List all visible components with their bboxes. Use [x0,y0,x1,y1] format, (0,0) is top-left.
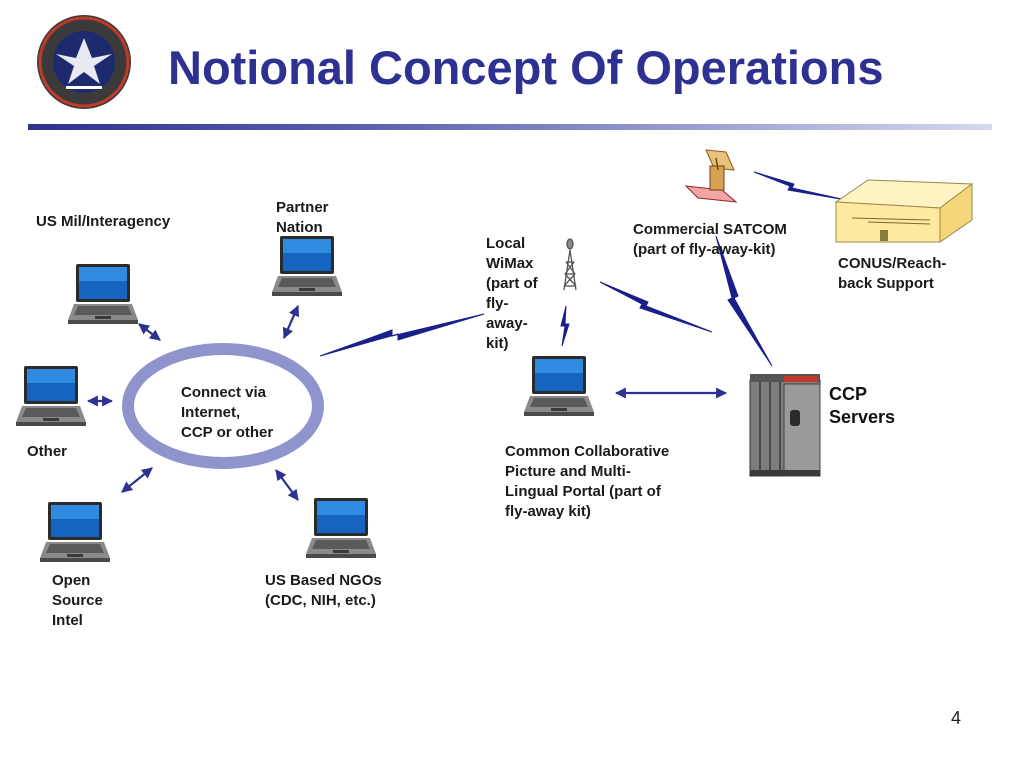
logo [36,14,132,110]
arrow-open-source [121,467,153,493]
laptop-us-mil-icon [68,264,138,324]
satellite-icon [684,149,738,203]
link-satellite-conus [753,171,847,201]
laptop-portal-icon [524,356,594,416]
link-satellite-servers [715,235,773,367]
conus-facility-icon [834,179,974,243]
label-ngos: US Based NGOs (CDC, NIH, etc.) [265,572,382,609]
link-wimax-servers [599,281,713,333]
server-rack-icon [749,374,821,477]
title-divider [28,124,992,130]
page-number: 4 [951,708,962,728]
link-wimax-laptop [560,305,570,347]
label-wimax: Local WiMax (part of fly- away- kit) [486,235,538,352]
label-conus: CONUS/Reach- back Support [838,255,947,292]
page-title: Notional Concept Of Operations [168,41,884,94]
label-us-mil: US Mil/Interagency [36,213,171,230]
label-hub: Connect via Internet, CCP or other [181,384,274,441]
label-other: Other [27,443,68,460]
label-open-source: Open Source Intel [52,572,103,629]
arrow-partner [282,304,300,340]
label-partner-nation: Partner Nation [276,199,329,236]
link-hub-wimax [319,313,485,357]
laptop-other-icon [16,366,86,426]
laptop-open-source-icon [40,502,110,562]
label-ccp-servers: CCP Servers [829,384,896,427]
laptop-partner-nation-icon [272,236,342,296]
arrow-ngos [275,469,299,501]
air-force-seal-icon [37,15,131,109]
label-portal: Common Collaborative Picture and Multi- … [505,443,670,520]
laptop-ngos-icon [306,498,376,558]
radio-tower-icon [563,238,577,291]
label-satcom: Commercial SATCOM (part of fly-away-kit) [633,221,787,258]
hub-ring [122,343,324,469]
arrow-us-mil [138,323,161,341]
